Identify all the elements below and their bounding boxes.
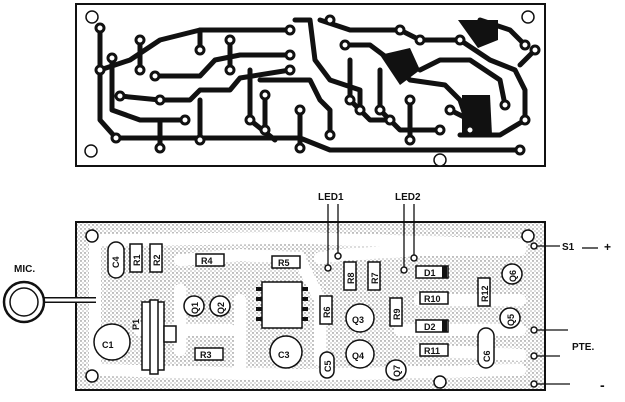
label-led1: LED1 — [318, 192, 344, 203]
pcb-component-board — [40, 204, 570, 391]
label-plus: + — [604, 240, 611, 254]
label-r6: R6 — [322, 306, 332, 318]
label-r1: R1 — [132, 254, 142, 266]
label-r11: R11 — [424, 346, 440, 356]
label-r4: R4 — [201, 256, 213, 266]
label-r8: R8 — [346, 272, 356, 284]
label-s1: S1 — [562, 242, 575, 253]
label-c5: C5 — [323, 360, 333, 372]
label-q1: Q1 — [190, 302, 200, 314]
label-r12: R12 — [480, 285, 490, 302]
label-r10: R10 — [424, 294, 441, 304]
label-d2: D2 — [424, 322, 436, 332]
label-c6: C6 — [482, 350, 492, 362]
label-p1: P1 — [131, 319, 141, 330]
label-c3: C3 — [278, 350, 290, 360]
label-pte: PTE. — [572, 342, 594, 353]
label-d1: D1 — [424, 268, 436, 278]
label-r7: R7 — [370, 272, 380, 284]
label-r5: R5 — [278, 258, 290, 268]
label-mic: MIC. — [14, 264, 35, 275]
label-q7: Q7 — [392, 365, 402, 377]
label-r2: R2 — [152, 254, 162, 266]
label-q3: Q3 — [352, 315, 364, 325]
label-q6: Q6 — [508, 270, 518, 282]
label-c4: C4 — [111, 256, 121, 268]
label-minus: - — [600, 377, 605, 393]
label-r9: R9 — [392, 308, 402, 320]
label-q2: Q2 — [216, 302, 226, 314]
label-q4: Q4 — [352, 351, 364, 361]
label-c1: C1 — [102, 340, 114, 350]
label-led2: LED2 — [395, 192, 421, 203]
microphone-icon — [2, 280, 46, 324]
label-q5: Q5 — [506, 314, 516, 326]
pcb-trace-board — [75, 3, 546, 167]
label-r3: R3 — [200, 350, 212, 360]
